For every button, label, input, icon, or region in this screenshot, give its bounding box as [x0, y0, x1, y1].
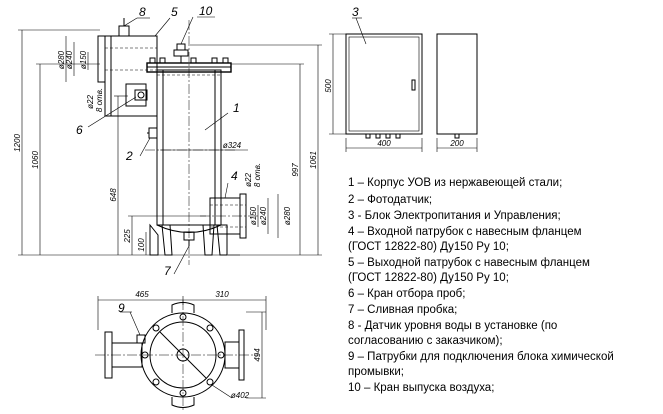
legend-line-9: 7 – Сливная пробка; — [348, 304, 457, 316]
legend-line-13: промывки; — [348, 366, 404, 378]
legend-line-4: 4 – Входной патрубок с навесным фланцем — [348, 226, 582, 238]
legend-line-2: 2 – Фотодатчик; — [348, 194, 432, 206]
legend-line-8: 6 – Кран отбора проб; — [348, 288, 465, 300]
dim-lines-left — [18, 29, 206, 256]
dim-lines-right — [160, 44, 322, 256]
dim-plan-494: 494 — [253, 348, 262, 362]
callout-9: 9 — [118, 301, 125, 315]
legend-line-3: 3 - Блок Электропитания и Управления; — [348, 210, 561, 222]
legend-line-11: согласованию с заказчиком); — [348, 335, 503, 347]
dim-d22-top: ø22 — [86, 95, 95, 109]
dim-plan-d402: ø402 — [231, 391, 250, 400]
dim-h1200: 1200 — [13, 134, 22, 152]
dim-plan-465: 465 — [135, 290, 149, 299]
callout-5: 5 — [171, 5, 178, 19]
callout-4: 4 — [231, 169, 238, 183]
legend-line-12: 9 – Патрубки для подключения блока химич… — [348, 351, 614, 363]
callout-6: 6 — [76, 123, 83, 137]
dim-cab-h500: 500 — [324, 79, 333, 93]
dim-h1061: 1061 — [309, 151, 318, 169]
cabinet-handle — [411, 79, 416, 91]
plan-bottom-lug — [171, 397, 195, 408]
callout-10: 10 — [199, 4, 213, 18]
dim-cab-w400: 400 — [377, 139, 391, 148]
dim-d150-right: ø150 — [249, 206, 258, 225]
legend-line-14: 10 – Кран выпуска воздуха; — [348, 382, 494, 394]
dim-d280-right: ø280 — [283, 206, 292, 225]
legend-line-5: (ГОСТ 12822-80) Ду150 Ру 10; — [348, 241, 509, 253]
legend: 1 – Корпус УОВ из нержавеющей стали; 2 –… — [348, 177, 614, 394]
air-valve — [173, 43, 189, 63]
dim-d280-left: ø280 — [57, 50, 66, 69]
dim-h1060: 1060 — [31, 151, 40, 169]
cabinet-side — [436, 33, 478, 135]
plan-flange-inner — [149, 321, 217, 389]
inlet-pipe — [200, 193, 260, 239]
dim-d324: ø324 — [223, 141, 242, 150]
dim-cab-d200: 200 — [449, 139, 464, 148]
dim-d240-right: ø240 — [259, 206, 268, 225]
dim-h648: 648 — [109, 188, 118, 202]
plan-view: 465 310 494 ø402 9 — [95, 290, 267, 410]
callout-1: 1 — [233, 101, 240, 115]
legend-line-6: 5 – Выходной патрубок с навесным фланцем — [348, 257, 590, 269]
legend-line-1: 1 – Корпус УОВ из нержавеющей стали; — [348, 177, 562, 189]
callout-8: 8 — [139, 5, 146, 19]
plan-bolts — [141, 313, 225, 397]
dim-d150-left: ø150 — [79, 50, 88, 69]
callout-leaders — [87, 16, 229, 275]
level-sensor — [118, 18, 130, 37]
dim-plan-310: 310 — [215, 290, 229, 299]
dim-d22-right: ø22 — [244, 173, 253, 187]
front-view: ø280 ø240 ø150 ø22 8 отв. 1200 1060 6 4 8 … — [13, 4, 322, 278]
legend-line-7: (ГОСТ 12822-80) Ду150 Ру 10; — [348, 272, 509, 284]
dim-h100: 100 — [137, 238, 146, 252]
sample-valve — [134, 89, 148, 101]
dim-d240-left: ø240 — [65, 50, 74, 69]
outlet-pipe — [97, 35, 158, 117]
drain-plug — [183, 231, 195, 246]
photo-sensor — [147, 127, 158, 139]
dim-holes-top: 8 отв. — [95, 88, 104, 112]
cabinet-front — [345, 33, 423, 135]
flange-bolts — [149, 57, 229, 64]
legend-line-10: 8 - Датчик уровня воды в установке (по — [348, 320, 557, 332]
callout-2: 2 — [125, 149, 133, 163]
cabinet-glands — [365, 133, 401, 139]
callout-3: 3 — [352, 5, 359, 19]
dim-holes-right: 8 отв. — [253, 163, 262, 187]
plan-flush-port — [136, 334, 146, 344]
cabinet-view: 500 400 200 3 — [324, 5, 478, 152]
dim-h225: 225 — [123, 229, 132, 244]
callout-7: 7 — [164, 264, 172, 278]
dim-h997: 997 — [291, 163, 300, 177]
